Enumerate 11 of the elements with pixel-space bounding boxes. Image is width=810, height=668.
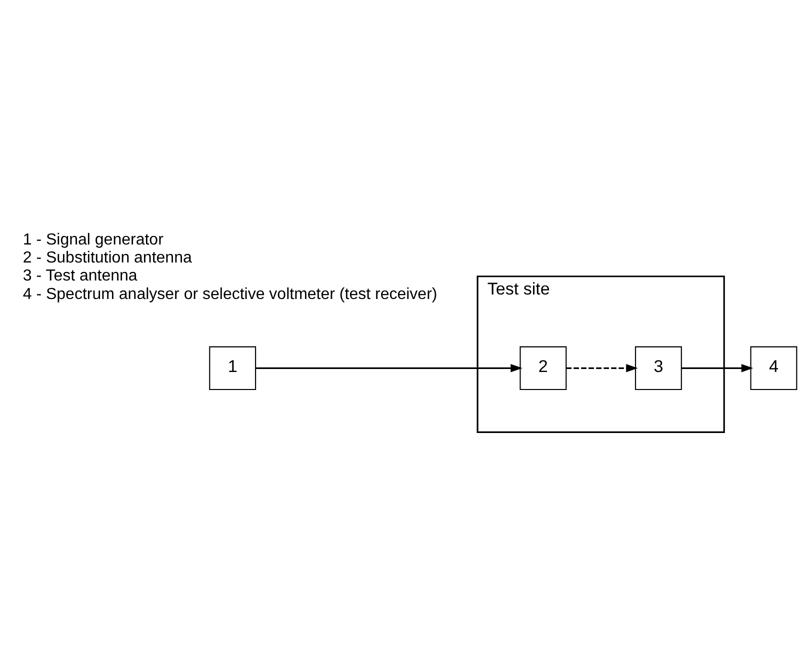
arrow: [681, 364, 753, 372]
node-box: 1: [208, 346, 256, 390]
node-box: 4: [750, 346, 797, 390]
label: 1 - Signal generator: [22, 231, 163, 248]
label: 4 - Spectrum analyser or selective voltmeter (test receiver): [22, 286, 437, 303]
arrow: [566, 364, 638, 372]
label: 3 - Test antenna: [22, 268, 137, 285]
arrow: [255, 364, 522, 372]
node-box: 2: [519, 346, 566, 390]
label: 2 - Substitution antenna: [22, 249, 192, 266]
node-box: 3: [634, 346, 682, 390]
